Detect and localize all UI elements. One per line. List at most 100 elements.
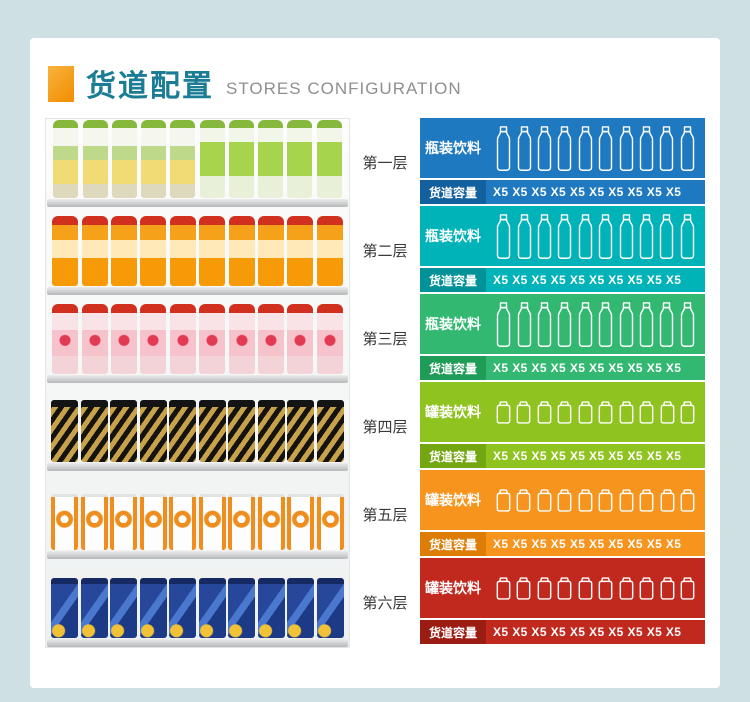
bottle-icon xyxy=(619,213,633,259)
vending-shelves-photo xyxy=(45,118,350,648)
product-can-blackgold xyxy=(287,400,315,462)
bottle-icon xyxy=(517,301,531,347)
drink-type-label: 罐装饮料 xyxy=(425,404,481,420)
can-icon xyxy=(578,400,593,424)
shelf-row-3 xyxy=(46,295,349,383)
can-icon xyxy=(537,488,551,512)
bottle-icon xyxy=(578,125,592,171)
can-icon xyxy=(557,488,572,512)
bottle-icon xyxy=(517,125,531,171)
slot-icons xyxy=(486,576,705,601)
capacity-bar: 货道容量 X5 X5 X5 X5 X5 X5 X5 X5 X5 X5 xyxy=(420,356,705,380)
product-can-whiteorange xyxy=(316,494,344,550)
product-bottle-strawberry xyxy=(111,304,138,374)
bottle-icon xyxy=(639,213,654,259)
can-icon xyxy=(660,400,675,424)
product-can-whiteorange xyxy=(110,494,138,550)
drink-type-label: 罐装饮料 xyxy=(425,492,481,508)
capacity-bar: 货道容量 X5 X5 X5 X5 X5 X5 X5 X5 X5 X5 xyxy=(420,620,705,644)
page-header: 货道配置 STORES CONFIGURATION xyxy=(30,38,720,118)
can-icon xyxy=(598,576,613,600)
capacity-values: X5 X5 X5 X5 X5 X5 X5 X5 X5 X5 xyxy=(486,620,705,644)
bottle-icon xyxy=(558,213,572,259)
capacity-bar: 货道容量 X5 X5 X5 X5 X5 X5 X5 X5 X5 X5 xyxy=(420,268,705,292)
can-icon xyxy=(639,488,654,512)
product-bottle-orange xyxy=(199,216,226,286)
floor-label: 第六层 xyxy=(362,594,408,612)
product-bottle-orange xyxy=(140,216,167,286)
product-can-blue xyxy=(80,578,108,638)
capacity-label: 货道容量 xyxy=(420,620,486,644)
shelf-row-4 xyxy=(46,383,349,471)
product-bottle-strawberry xyxy=(228,304,255,374)
floor-label: 第五层 xyxy=(362,506,408,524)
capacity-label: 货道容量 xyxy=(420,180,486,204)
product-bottle-pineapple xyxy=(141,120,167,198)
bottle-icon xyxy=(680,213,694,259)
can-icon xyxy=(619,576,634,600)
product-can-blue xyxy=(287,578,315,638)
bottle-icon xyxy=(578,213,592,259)
row-panel: 罐装饮料 货道容量 X5 X5 X5 X5 X5 X5 X5 X5 X5 X5 xyxy=(420,382,705,470)
bottle-icon xyxy=(639,125,654,171)
panel-main: 瓶装饮料 xyxy=(420,118,705,178)
drink-type-label: 瓶装饮料 xyxy=(425,140,481,156)
product-bottle-orange xyxy=(316,216,343,286)
slot-icons xyxy=(486,213,705,259)
product-can-whiteorange xyxy=(198,494,226,550)
can-icon xyxy=(557,576,572,600)
bottle-icon xyxy=(497,213,511,259)
product-can-whiteorange xyxy=(139,494,167,550)
can-icon xyxy=(619,400,634,424)
panel-main: 瓶装饮料 xyxy=(420,294,705,354)
bottle-icon xyxy=(497,301,511,347)
product-bottle-pineapple xyxy=(170,120,196,198)
product-can-blackgold xyxy=(110,400,138,462)
can-icon xyxy=(537,576,551,600)
row-panel: 瓶装饮料 货道容量 X5 X5 X5 X5 X5 X5 X5 X5 X5 X5 xyxy=(420,294,705,382)
slot-icons xyxy=(486,400,705,425)
product-bottle-orange xyxy=(81,216,108,286)
capacity-values: X5 X5 X5 X5 X5 X5 X5 X5 X5 X5 xyxy=(486,444,705,468)
product-can-blackgold xyxy=(198,400,226,462)
bottle-icon xyxy=(558,125,572,171)
product-bottle-orange xyxy=(287,216,314,286)
product-bottle-strawberry xyxy=(287,304,314,374)
product-bottle-strawberry xyxy=(316,304,343,374)
product-bottle-strawberry xyxy=(140,304,167,374)
bottle-icon xyxy=(537,301,552,347)
panel-main: 瓶装饮料 xyxy=(420,206,705,266)
bottle-icon xyxy=(619,301,633,347)
bottle-icon xyxy=(598,213,613,259)
product-can-whiteorange xyxy=(228,494,256,550)
product-can-blackgold xyxy=(316,400,344,462)
page-subtitle: STORES CONFIGURATION xyxy=(226,79,462,98)
can-icon xyxy=(660,576,675,600)
bottle-icon xyxy=(660,125,674,171)
bottle-icon xyxy=(537,125,552,171)
row-panel: 瓶装饮料 货道容量 X5 X5 X5 X5 X5 X5 X5 X5 X5 X5 xyxy=(420,206,705,294)
config-row-2: 第二层 瓶装饮料 货道容量 X5 X5 X5 X5 X5 X5 X5 X5 X5… xyxy=(350,206,705,294)
capacity-label: 货道容量 xyxy=(420,444,486,468)
slot-icons xyxy=(486,488,705,513)
shelf-row-6 xyxy=(46,559,349,647)
product-bottle-lime xyxy=(199,120,225,198)
product-can-blackgold xyxy=(139,400,167,462)
bottle-icon xyxy=(680,125,694,171)
drink-type-label: 瓶装饮料 xyxy=(425,228,481,244)
configuration-layout: 第一层 瓶装饮料 货道容量 X5 X5 X5 X5 X5 X5 X5 X5 X5… xyxy=(30,118,720,648)
product-bottle-strawberry xyxy=(169,304,196,374)
bottle-icon xyxy=(639,301,654,347)
floor-label: 第二层 xyxy=(362,242,408,260)
product-bottle-strawberry xyxy=(199,304,226,374)
product-can-blackgold xyxy=(228,400,256,462)
bottle-icon xyxy=(517,213,531,259)
row-panel: 罐装饮料 货道容量 X5 X5 X5 X5 X5 X5 X5 X5 X5 X5 xyxy=(420,558,705,646)
bottle-icon xyxy=(578,301,592,347)
product-bottle-pineapple xyxy=(82,120,108,198)
product-bottle-orange xyxy=(257,216,284,286)
product-can-whiteorange xyxy=(169,494,197,550)
config-row-4: 第四层 罐装饮料 货道容量 X5 X5 X5 X5 X5 X5 X5 X5 X5… xyxy=(350,382,705,470)
floor-label: 第三层 xyxy=(362,330,408,348)
